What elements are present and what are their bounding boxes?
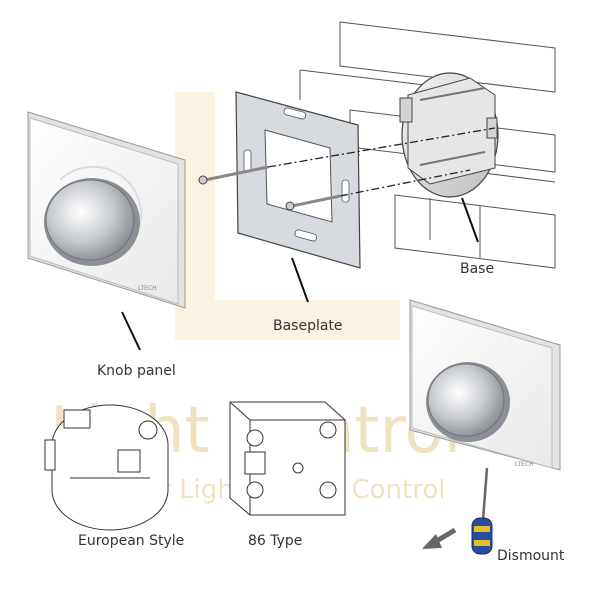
screwdriver-icon (471, 467, 493, 555)
brand-mark: LTECH (138, 285, 157, 292)
label-knob-panel: Knob panel (97, 363, 176, 379)
knob-panel: LTECH (27, 111, 186, 309)
knob-panel-dismount: LTECH (409, 299, 561, 471)
label-baseplate: Baseplate (273, 318, 343, 334)
dismount-arrow-icon (422, 527, 457, 549)
type-86-box (229, 401, 346, 516)
leader-lines (121, 197, 479, 351)
base-wallbox (399, 72, 499, 198)
label-base: Base (460, 261, 494, 277)
label-dismount: Dismount (497, 548, 565, 564)
baseplate (235, 91, 361, 269)
european-style-box (44, 404, 169, 531)
label-european-style: European Style (78, 533, 184, 549)
label-86-type: 86 Type (248, 533, 302, 549)
brand-mark-2: LTECH (515, 461, 534, 468)
watermark-logo-l (175, 92, 400, 340)
screws (198, 127, 496, 211)
